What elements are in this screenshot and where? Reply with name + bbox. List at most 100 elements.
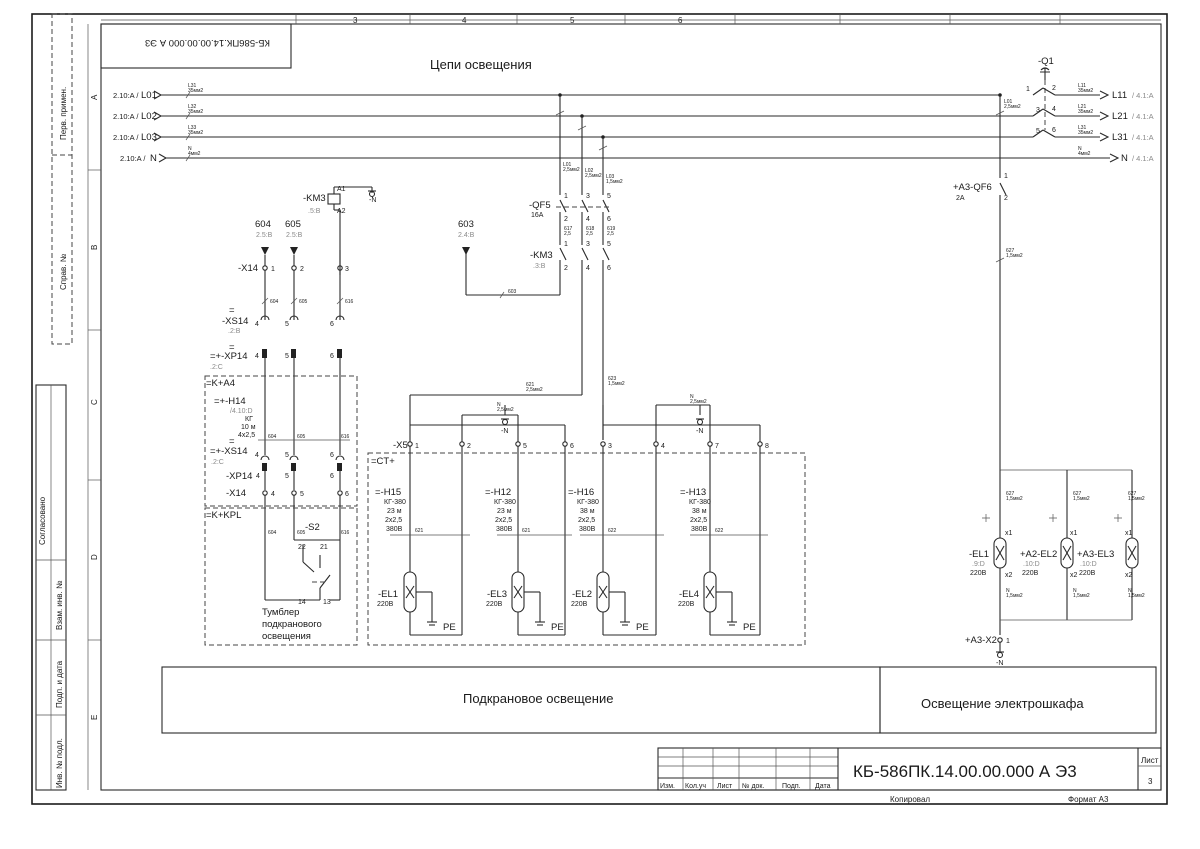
pin-label: 3 [586,193,590,200]
x5-distribution [407,394,763,447]
wire-label: 605 [297,434,306,440]
stamp-col: Дата [815,783,831,790]
pin-label: A2 [337,208,346,215]
sheet-number: 3 [1148,777,1153,786]
pin-label: 4 [586,265,590,272]
pe-label: PE [443,622,456,633]
pin-label: 5 [285,353,289,360]
cable-type: КГ-380 [384,499,406,506]
row-label: A [90,94,99,100]
xp14-eq: = [229,342,235,353]
pin-label: 6 [330,321,334,328]
terminal-ref: 2.5:B [286,232,303,239]
pin-label: 3 [586,241,590,248]
wire-label: 627 [1006,491,1015,497]
x2-block-name: +A3-X2 [965,635,997,646]
wire-label: L03 [606,174,615,180]
pin-label: 4 [586,216,590,223]
a4-chain [258,439,350,600]
pin-label: 5 [1036,128,1040,135]
pe-label: PE [743,622,756,633]
bus-ref: 2.10:A / [113,133,139,142]
ground-label: -N [369,197,376,204]
wire-section: 4мм2 [188,151,201,157]
pin-label: 4 [271,491,275,498]
section-box [879,666,1157,734]
lamp-name: -EL1 [378,589,398,600]
lamp-name: -EL2 [572,589,592,600]
bus-out-name: L21 [1112,111,1128,122]
pin-label: x1 [1070,530,1078,537]
bus-ref: 2.10:A / [113,112,139,121]
wire-label: 605 [299,299,308,305]
bus-name: L03 [141,132,157,143]
xs14b-eq: = [229,436,235,447]
wire-section: 1,5мм2 [608,381,625,387]
wire-section: 2,5мм2 [1004,104,1021,110]
wire-label: L31 [188,83,197,89]
ct-wiring [390,446,768,635]
lamp-el4-icon [703,571,760,636]
wire-label: 604 [270,299,279,305]
km3-contact-ref: .3:B [533,263,546,270]
cable-length: 23 м [497,508,512,515]
wire-label: L01 [563,162,572,168]
pin-label: 1 [1026,86,1030,93]
mirrored-code: КБ-586ПК.14.00.00.000 А Э3 [145,37,270,48]
wire-label: L33 [188,125,197,131]
box-kpl-name: =K+KPL [206,510,241,521]
wire-section: 2,5мм2 [526,387,543,393]
wire-section: 4мм2 [1078,151,1091,157]
page-title: Цепи освещения [430,57,532,72]
cable-type: КГ-380 [689,499,711,506]
wire-section: 2,5мм2 [497,407,514,413]
cable-length: 38 м [580,508,595,515]
qf5-name: -QF5 [529,200,551,211]
xp14b-name: -XP14 [226,471,252,482]
wire-label: 619 [607,226,616,232]
xs14b-name: =+-XS14 [210,446,248,457]
wire-section: 35мм2 [188,88,203,94]
pin-label: A1 [337,186,346,193]
pin-label: 7 [715,443,719,450]
km3-contact-name: -KM3 [530,250,553,261]
wire-label: L02 [585,168,594,174]
wire-label: N [690,394,694,400]
xp14-ref: .2:C [210,364,223,371]
wire-label: L32 [188,104,197,110]
cable-cores: 2x2,5 [385,517,402,524]
title-block [657,747,1162,791]
wire-label: 621 [415,528,424,534]
cable-type: КГ-380 [577,499,599,506]
wire-label: 627 [1006,248,1015,254]
terminal-ref: 2.4:B [458,232,475,239]
xs14b-ref: .2:C [211,459,224,466]
pin-label: 6 [570,443,574,450]
wire-label: 622 [608,528,617,534]
lamp-voltage: 220В [1079,570,1096,577]
wire-label: 618 [586,226,595,232]
pin-label: x2 [1125,572,1133,579]
drawing-frame: 3 4 5 6 A B C D E Перв. примен. Справ. №… [31,13,1168,805]
wire-section: 2,5мм2 [690,399,707,405]
bus-out-ref: / 4.1:A [1132,91,1154,100]
bus-out-ref: / 4.1:A [1132,154,1154,163]
wire-label: L31 [1078,125,1087,131]
cable-voltage: 380В [386,526,403,533]
cable-voltage: 380В [579,526,596,533]
wire-section: 35мм2 [1078,88,1093,94]
terminal-number: 603 [458,219,474,230]
pin-label: 6 [330,473,334,480]
bus-name: L02 [141,111,157,122]
bus-ref: 2.10:A / [120,154,146,163]
wire-section: 2,5 [564,231,571,237]
cable-name: =-H13 [680,487,706,498]
qf5-feeds [462,93,610,440]
bus-ref: 2.10:A / [113,91,139,100]
box-ct-name: =CT+ [371,456,395,467]
terminal-number: 604 [255,219,271,230]
wire-label: N [1128,588,1132,594]
switch-s2 [265,520,340,601]
wire-section: 35мм2 [1078,130,1093,136]
pin-label: x2 [1005,572,1013,579]
